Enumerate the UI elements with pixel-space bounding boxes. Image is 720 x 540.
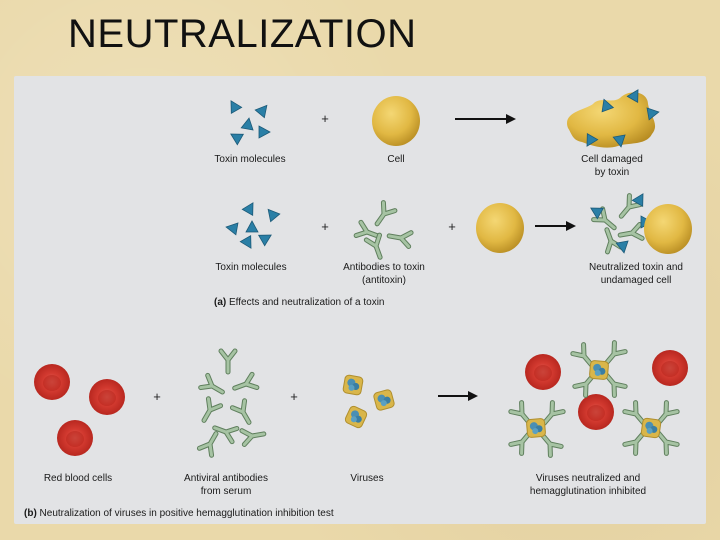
toxin-molecules-group-1: [225, 97, 272, 146]
label-viruses-neutralized-1: Viruses neutralized and: [536, 473, 640, 484]
label-toxin-molecules-1: Toxin molecules: [214, 154, 285, 165]
plus-sign: +: [153, 389, 161, 404]
label-cell-damaged-2: by toxin: [595, 167, 629, 178]
label-antibodies-1: Antibodies to toxin: [343, 262, 425, 273]
plus-sign: +: [321, 219, 329, 234]
neutralized-toxin-complex: [587, 190, 653, 254]
undamaged-cell: [644, 204, 692, 254]
label-neutralized-2: undamaged cell: [601, 275, 672, 286]
caption-b-text: Neutralization of viruses in positive he…: [37, 508, 334, 519]
label-antibodies-2: (antitoxin): [362, 275, 406, 286]
caption-a: (a) Effects and neutralization of a toxi…: [214, 297, 384, 308]
healthy-cell: [372, 96, 420, 146]
healthy-cell-2: [476, 203, 524, 253]
neutralized-virus-complex: [511, 343, 688, 456]
label-toxin-molecules-2: Toxin molecules: [215, 262, 286, 273]
toxin-molecules-group-2: [224, 199, 281, 252]
diagram-panel: [14, 76, 706, 524]
caption-a-letter: (a): [214, 297, 226, 308]
label-cell-damaged-1: Cell damaged: [581, 154, 643, 165]
caption-a-text: Effects and neutralization of a toxin: [226, 297, 384, 308]
label-antiviral-2: from serum: [201, 486, 252, 497]
plus-sign: +: [290, 389, 298, 404]
arrow-icon: [535, 221, 576, 231]
antitoxin-antibodies: [356, 203, 411, 260]
label-viruses: Viruses: [350, 473, 383, 484]
plus-sign: +: [321, 111, 329, 126]
label-neutralized-1: Neutralized toxin and: [589, 262, 683, 273]
arrow-icon: [455, 114, 516, 124]
label-rbc: Red blood cells: [44, 473, 112, 484]
viruses: [342, 374, 396, 430]
label-antiviral-1: Antiviral antibodies: [184, 473, 268, 484]
damaged-cell: [567, 86, 661, 150]
antiviral-antibodies: [198, 351, 265, 455]
caption-b-letter: (b): [24, 508, 37, 519]
caption-b: (b) Neutralization of viruses in positiv…: [24, 508, 334, 519]
slide-title: NEUTRALIZATION: [68, 12, 417, 56]
red-blood-cells: [34, 364, 125, 456]
plus-sign: +: [448, 219, 456, 234]
label-viruses-neutralized-2: hemagglutination inhibited: [530, 486, 646, 497]
label-cell: Cell: [387, 154, 404, 165]
arrow-icon: [438, 391, 478, 401]
